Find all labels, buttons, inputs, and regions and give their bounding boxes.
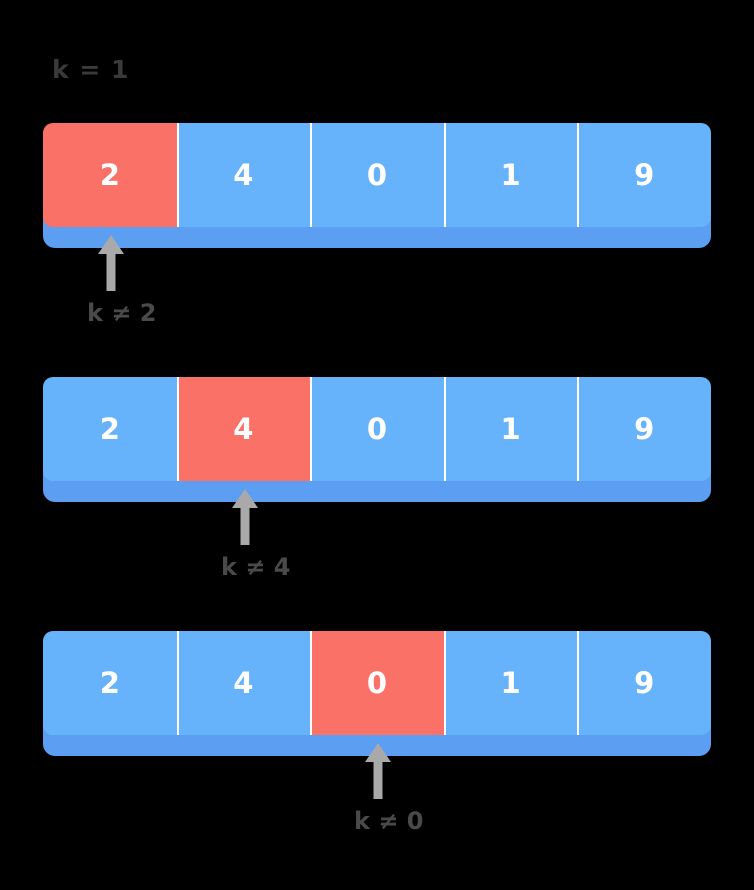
up-arrow-icon: [87, 235, 135, 291]
up-arrow-head: [365, 743, 391, 762]
array-row: 2 4 0 1 9: [43, 123, 711, 248]
array-cell-value: 4: [233, 158, 254, 192]
up-arrow-icon: [354, 743, 402, 799]
search-key-caption: k = 1: [52, 55, 130, 84]
array-cells: 2 4 0 1 9: [43, 377, 711, 481]
array-cells: 2 4 0 1 9: [43, 123, 711, 227]
up-arrow-stem: [106, 252, 116, 291]
array-cell-value: 4: [233, 666, 254, 700]
up-arrow-icon: [221, 489, 269, 545]
array-cell-value: 2: [99, 158, 120, 192]
array-cell-value: 0: [366, 666, 388, 700]
comparison-pointer: k ≠ 2: [87, 235, 157, 327]
array-cell[interactable]: 2: [43, 377, 177, 481]
array-cell[interactable]: 2: [43, 123, 177, 227]
array-cell[interactable]: 1: [443, 123, 578, 227]
array-cell[interactable]: 2: [43, 631, 177, 735]
array-cell[interactable]: 0: [310, 123, 444, 227]
array-cell[interactable]: 1: [443, 631, 578, 735]
array-cell-value: 2: [99, 412, 120, 446]
array-cell-value: 9: [634, 158, 655, 192]
comparison-label: k ≠ 0: [354, 807, 424, 835]
array-cell[interactable]: 0: [310, 631, 444, 735]
array-cell[interactable]: 9: [577, 377, 711, 481]
up-arrow-stem: [373, 760, 383, 799]
array-cell-value: 0: [366, 158, 388, 192]
array-row: 2 4 0 1 9: [43, 631, 711, 756]
array-cell[interactable]: 1: [443, 377, 578, 481]
array-cell-value: 1: [500, 666, 521, 700]
comparison-label: k ≠ 2: [87, 299, 157, 327]
array-cell-value: 0: [366, 412, 388, 446]
array-cell-value: 9: [634, 666, 655, 700]
array-cell-value: 4: [233, 412, 254, 446]
array-cell-value: 9: [634, 412, 655, 446]
array-cell[interactable]: 0: [310, 377, 444, 481]
array-cell[interactable]: 9: [577, 631, 711, 735]
array-cell[interactable]: 9: [577, 123, 711, 227]
array-cell[interactable]: 4: [176, 377, 311, 481]
array-cells: 2 4 0 1 9: [43, 631, 711, 735]
array-cell[interactable]: 4: [176, 123, 311, 227]
comparison-pointer: k ≠ 0: [354, 743, 424, 835]
array-cell[interactable]: 4: [176, 631, 311, 735]
up-arrow-stem: [240, 506, 250, 545]
comparison-label: k ≠ 4: [221, 553, 291, 581]
up-arrow-head: [98, 235, 124, 254]
array-cell-value: 2: [99, 666, 120, 700]
up-arrow-head: [232, 489, 258, 508]
array-cell-value: 1: [500, 412, 521, 446]
array-cell-value: 1: [500, 158, 521, 192]
comparison-pointer: k ≠ 4: [221, 489, 291, 581]
array-row: 2 4 0 1 9: [43, 377, 711, 502]
